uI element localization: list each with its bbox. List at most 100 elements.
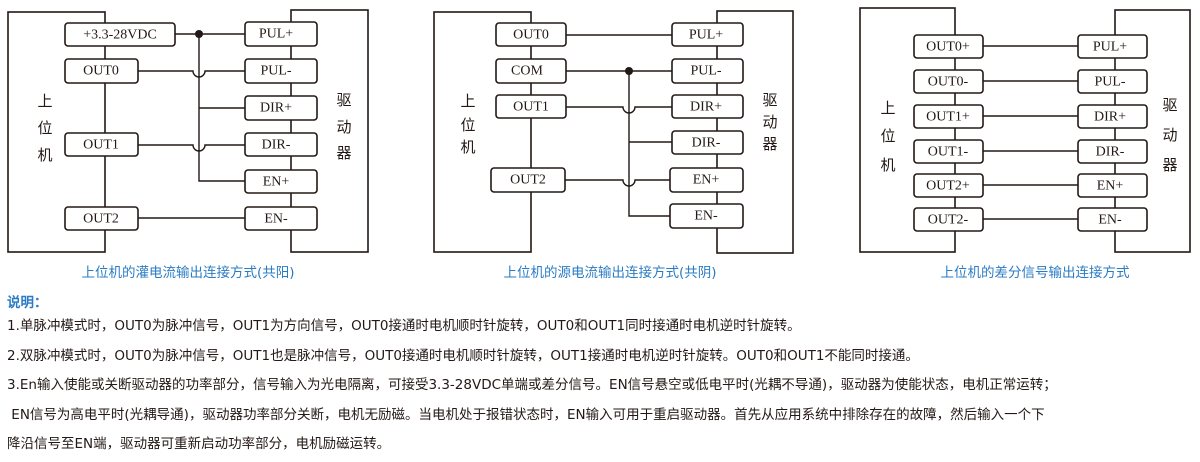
label-text: 驱 <box>336 91 351 109</box>
label-text: 位 <box>37 119 52 137</box>
label-text: EN- <box>694 209 718 224</box>
label-text: 器 <box>1162 156 1177 174</box>
notes-section: 说明： 1.单脉冲模式时，OUT0为脉冲信号，OUT1为方向信号，OUT0接通时… <box>7 294 1199 460</box>
right-terminal-pul-minus: PUL- <box>1077 69 1148 94</box>
terminal-box <box>244 95 318 121</box>
label-text: 上 <box>460 92 475 110</box>
label-text: 动 <box>336 118 351 136</box>
label-text: 上 <box>880 99 895 117</box>
right-terminal-pul-minus: PUL- <box>244 58 318 84</box>
note-line-3: 3.En输入使能或关断驱动器的功率部分，信号输入为光电隔离，可接受3.3-28V… <box>7 377 1057 393</box>
terminal-box <box>244 58 318 84</box>
left-terminal-out1: OUT1 <box>495 94 567 119</box>
label-text: +3.3-28VDC <box>83 28 157 43</box>
wire <box>198 34 245 182</box>
left-terminal-out0-minus: OUT0- <box>913 69 984 94</box>
label-text: PUL- <box>260 64 291 79</box>
left-terminal-out2-minus: OUT2- <box>913 207 984 232</box>
terminal-box <box>495 58 567 84</box>
right-terminal-dir-plus: DIR+ <box>671 94 744 119</box>
left-terminal-out2: OUT2 <box>490 167 566 193</box>
driver-label: 驱动器 <box>336 91 351 162</box>
right-terminal-en-minus: EN- <box>244 206 318 231</box>
label-text: EN+ <box>1097 179 1124 194</box>
right-terminal-en-plus: EN+ <box>244 169 318 194</box>
right-terminal-dir-plus: DIR+ <box>244 95 318 121</box>
terminal-box <box>1077 34 1148 59</box>
note-line-5: 降沿信号至EN端，驱动器可重新启动功率部分，电机励磁运转。 <box>7 436 391 452</box>
left-terminal-out0-plus: OUT0+ <box>913 34 984 59</box>
host-label: 上位机 <box>880 99 895 174</box>
label-text: OUT2 <box>83 212 119 227</box>
label-text: PUL+ <box>689 28 723 43</box>
terminal-box <box>913 104 984 129</box>
terminal-box <box>495 94 567 119</box>
label-text: DIR+ <box>260 101 292 116</box>
terminal-box <box>1077 104 1148 129</box>
host-controller-block <box>7 11 106 253</box>
terminal-box <box>1077 207 1148 232</box>
label-text: DIR- <box>1096 145 1125 160</box>
right-terminal-dir-minus: DIR- <box>671 130 744 155</box>
driver-block <box>290 9 369 253</box>
label-text: OUT1 <box>513 100 549 115</box>
left-terminal-out1: OUT1 <box>64 132 139 157</box>
wires <box>565 34 672 217</box>
label-text: 上 <box>37 92 52 110</box>
note-line-2: 2.双脉冲模式时，OUT0为脉冲信号，OUT1也是脉冲信号，OUT0接通时电机顺… <box>7 347 919 364</box>
label-text: 驱 <box>762 91 777 109</box>
terminal-box <box>669 203 744 229</box>
right-terminal-en-minus: EN- <box>669 203 744 229</box>
label-text: OUT2 <box>510 173 546 188</box>
diagram-caption: 上位机的源电流输出连接方式(共阴) <box>503 264 716 281</box>
label-text: 驱 <box>1162 96 1177 114</box>
label-text: OUT1 <box>83 138 119 153</box>
label-text: 动 <box>762 113 777 131</box>
label-text: OUT2- <box>928 213 969 228</box>
label-text: 位 <box>460 116 475 134</box>
wire <box>565 179 672 187</box>
wires <box>138 30 245 219</box>
left-terminal-out2-plus: OUT2+ <box>913 173 984 198</box>
right-terminal-pul-plus: PUL+ <box>244 21 318 47</box>
diagram-caption: 上位机的灌电流输出连接方式(共阳) <box>81 264 294 281</box>
label-text: EN+ <box>693 173 720 188</box>
label-text: 位 <box>880 127 895 145</box>
label-text: DIR- <box>692 136 721 151</box>
label-text: OUT1+ <box>926 110 970 125</box>
terminal-box <box>490 167 566 193</box>
label-text: 器 <box>336 144 351 162</box>
left-terminal-vdc: +3.3-28VDC <box>64 22 176 47</box>
terminal-box <box>913 207 984 232</box>
diagram-differential: OUT0+ OUT0- OUT1+ OUT1- OUT2+ OUT2- PUL+… <box>859 7 1191 281</box>
driver-label: 驱动器 <box>762 91 777 153</box>
terminal-box <box>669 167 744 193</box>
junction-dot <box>195 30 203 38</box>
label-text: OUT2+ <box>926 179 970 194</box>
label-text: OUT1- <box>928 145 969 160</box>
right-terminal-en-minus: EN- <box>1077 207 1148 232</box>
terminal-box <box>913 34 984 59</box>
terminal-box <box>244 21 318 47</box>
label-text: PUL- <box>1094 75 1125 90</box>
diagram-source-current: OUT0 COM OUT1 OUT2 PUL+ PUL- DIR+ DIR- E… <box>433 10 794 281</box>
terminal-box <box>671 94 744 119</box>
wire <box>138 144 245 152</box>
label-text: 器 <box>762 135 777 153</box>
diagram-caption: 上位机的差分信号输出连接方式 <box>941 264 1130 281</box>
label-text: EN- <box>264 212 288 227</box>
label-text: OUT0- <box>928 75 969 90</box>
label-text: PUL+ <box>259 27 293 42</box>
right-terminal-dir-minus: DIR- <box>1077 139 1148 164</box>
left-terminal-out0: OUT0 <box>64 58 139 84</box>
terminal-box <box>244 169 318 194</box>
wires <box>983 45 1078 220</box>
terminal-box <box>913 139 984 164</box>
host-label: 上位机 <box>460 92 475 156</box>
terminal-box <box>244 206 318 231</box>
terminal-box <box>671 22 744 47</box>
diagram-sink-current: +3.3-28VDC OUT0 OUT1 OUT2 PUL+ PUL- DIR+… <box>7 9 369 281</box>
terminal-box <box>244 132 318 157</box>
right-terminal-en-plus: EN+ <box>669 167 744 193</box>
driver-label: 驱动器 <box>1162 96 1177 174</box>
